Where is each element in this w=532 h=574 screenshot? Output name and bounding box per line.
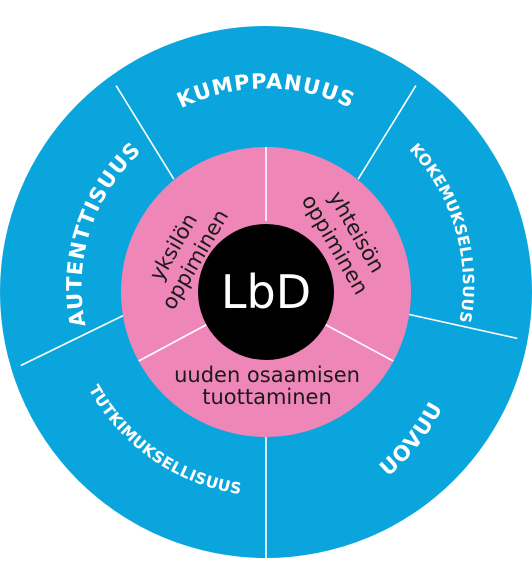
- center-label: LbD: [221, 265, 311, 319]
- inner-label-line1: uuden osaamisen: [174, 363, 360, 387]
- divider-line: [115, 85, 175, 180]
- center-circle: [198, 224, 334, 360]
- divider-line: [321, 321, 394, 362]
- inner-segment-uuden: uuden osaamisen tuottaminen: [174, 363, 360, 409]
- divider-line: [357, 85, 417, 180]
- inner-label-line2: tuottaminen: [202, 385, 332, 409]
- inner-dividers: [138, 147, 394, 362]
- divider-line: [404, 312, 518, 340]
- divider-line: [138, 321, 211, 362]
- divider-line: [20, 312, 129, 367]
- outer-dividers: [20, 85, 518, 558]
